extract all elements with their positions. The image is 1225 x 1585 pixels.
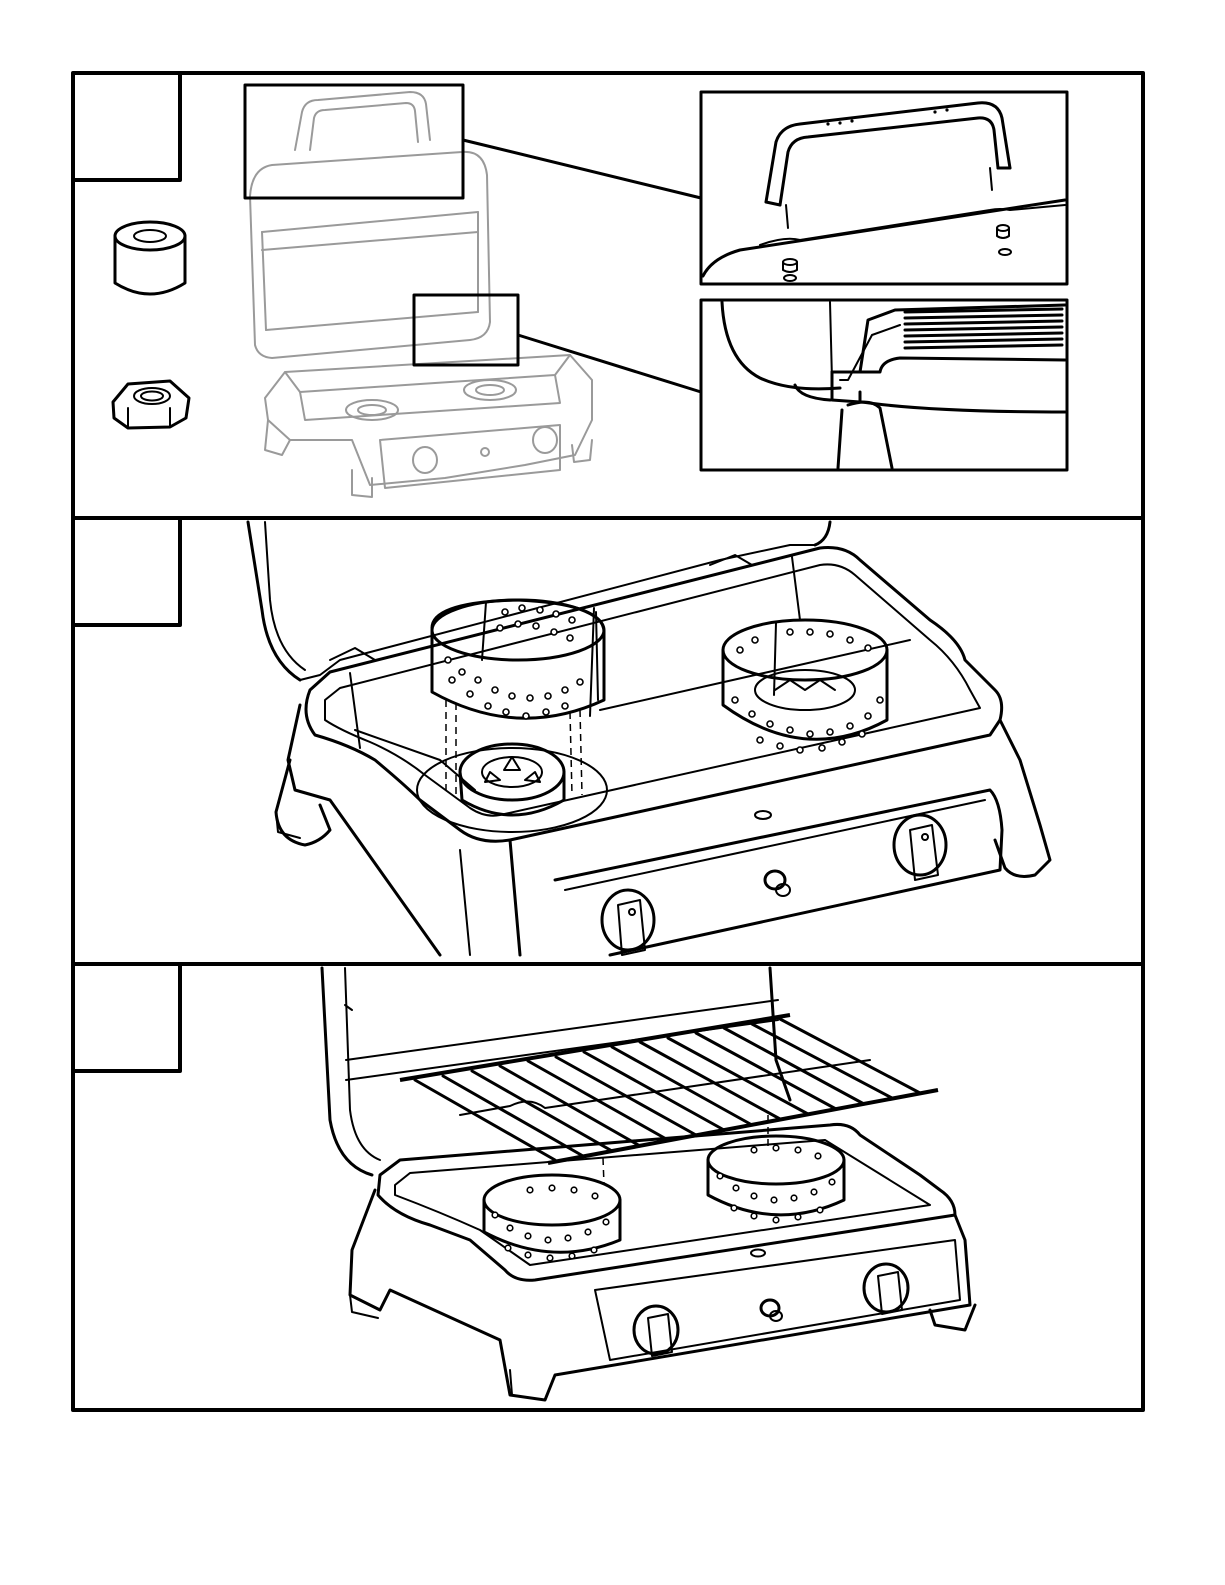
callout-leader-handle bbox=[463, 140, 701, 198]
step-3-number-box bbox=[73, 964, 180, 1071]
left-ring-holes-step3 bbox=[492, 1185, 609, 1261]
step-1-number-box bbox=[73, 73, 180, 180]
callout-box-hinge bbox=[414, 295, 518, 365]
callout-box-handle bbox=[245, 85, 463, 198]
step-2-number-box bbox=[73, 518, 180, 625]
callout-detail-hinge bbox=[701, 300, 1067, 470]
left-ring-holes-step2 bbox=[445, 605, 583, 719]
cooking-grate bbox=[400, 1015, 938, 1163]
diagram-frame bbox=[73, 73, 1143, 1410]
callout-detail-handle bbox=[701, 92, 1067, 284]
grill-step3 bbox=[322, 968, 975, 1400]
hex-nut-icon bbox=[113, 381, 189, 428]
grill-step2 bbox=[248, 522, 1050, 955]
hinge-grate-bars bbox=[905, 309, 1062, 348]
callout-leader-hinge bbox=[518, 335, 701, 392]
spacer-cylinder-icon bbox=[115, 222, 185, 294]
